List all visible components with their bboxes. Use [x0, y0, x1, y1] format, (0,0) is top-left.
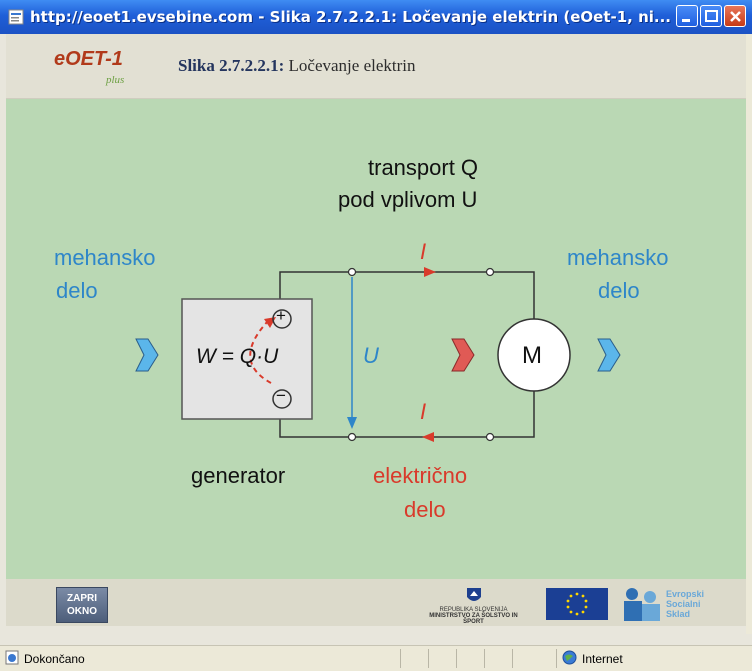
window-title: http://eoet1.evsebine.com - Slika 2.7.2.…: [30, 8, 671, 26]
charge-transfer-arc: [249, 320, 272, 384]
electrical-energy-arrow: [451, 338, 475, 372]
esf-people-icon: [624, 588, 660, 621]
maximize-icon: [705, 10, 718, 22]
current-label-bottom: I: [420, 399, 427, 424]
slide-header: eOET-1 plus Slika 2.7.2.2.1: Ločevanje e…: [6, 34, 746, 99]
mech-work-right-2: delo: [598, 278, 640, 303]
right-edge: [746, 34, 752, 634]
ministry-line2: MINISTRSTVO ZA ŠOLSTVO IN ŠPORT: [429, 613, 518, 625]
circuit-diagram: [135, 267, 621, 442]
minus-sign: −: [276, 386, 286, 405]
current-arrow-bottom: [422, 432, 434, 442]
close-page-button[interactable]: ZAPRI OKNO: [56, 587, 108, 623]
security-zone: Internet: [582, 652, 623, 666]
motor-circle: [497, 318, 571, 392]
eu-flag-icon: [546, 588, 608, 620]
title-bar: http://eoet1.evsebine.com - Slika 2.7.2.…: [0, 0, 752, 34]
mech-work-right-1: mehansko: [567, 245, 669, 270]
close-icon: [730, 11, 741, 22]
plus-sign: +: [276, 306, 286, 325]
mechanical-output-arrow: [597, 338, 621, 372]
energy-formula: W = Q·U: [196, 345, 279, 368]
mech-work-left-1: mehansko: [54, 245, 156, 270]
current-arrow-top: [424, 267, 436, 277]
page-icon: [8, 9, 24, 25]
page-status-icon: [5, 650, 19, 665]
close-page-label-2: OKNO: [67, 606, 97, 617]
minus-terminal: [272, 389, 292, 409]
mech-work-left-2: delo: [56, 278, 98, 303]
close-window-button[interactable]: [724, 5, 746, 27]
eoet-logo: eOET-1 plus: [54, 48, 125, 86]
slovenia-crest-icon: [466, 588, 481, 601]
voltage-label: U: [363, 343, 379, 368]
voltage-arrowhead: [347, 417, 357, 429]
circuit-nodes: [347, 267, 495, 442]
motor-label: M: [522, 342, 542, 369]
esf-line1: Evropski: [666, 589, 705, 599]
circuit-wires: [279, 271, 535, 438]
status-bar: Dokončano Internet: [0, 645, 752, 671]
electrical-work-1: električno: [373, 463, 468, 488]
transport-label-line2: pod vplivom U: [338, 187, 478, 212]
esf-logo: Evropski Socialni Sklad: [620, 585, 720, 623]
maximize-button[interactable]: [700, 5, 722, 27]
generator-label: generator: [191, 463, 286, 488]
esf-line3: Sklad: [666, 609, 691, 619]
status-text: Dokončano: [24, 652, 85, 666]
internet-globe-icon: [562, 650, 577, 665]
slide-number: Slika 2.7.2.2.1:: [178, 56, 285, 75]
diagram-area: transport Q pod vplivom U mehansko delo …: [6, 99, 746, 579]
ministry-line1: REPUBLIKA SLOVENIJA: [439, 607, 508, 613]
current-label-top: I: [420, 239, 427, 264]
electrical-work-2: delo: [404, 497, 446, 522]
minimize-button[interactable]: [676, 5, 698, 27]
close-page-label-1: ZAPRI: [67, 593, 97, 604]
mechanical-input-arrow: [135, 338, 159, 372]
esf-line2: Socialni: [666, 599, 701, 609]
slide-title: Slika 2.7.2.2.1: Ločevanje elektrin: [178, 56, 416, 76]
minimize-icon: [682, 19, 690, 22]
ministry-logo: REPUBLIKA SLOVENIJA MINISTRSTVO ZA ŠOLST…: [426, 587, 521, 625]
transport-label-line1: transport Q: [368, 155, 479, 180]
plus-terminal: [272, 309, 292, 329]
slide-title-text: Ločevanje elektrin: [284, 56, 416, 75]
footer-bar: ZAPRI OKNO REPUBLIKA SLOVENIJA MINISTRST…: [6, 579, 746, 626]
